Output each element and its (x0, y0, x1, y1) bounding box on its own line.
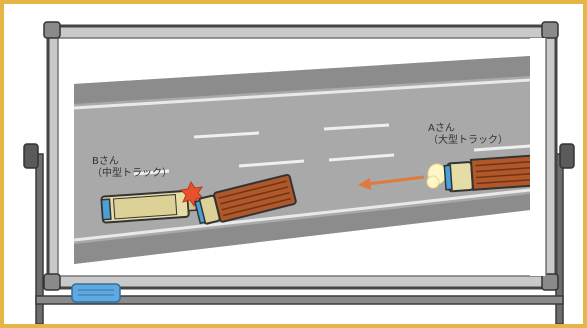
whiteboard-illustration (4, 4, 583, 324)
truck-b-type: （中型トラック） (92, 168, 172, 180)
truck-b-label: Bさん （中型トラック） (92, 156, 172, 180)
truck-a-type: （大型トラック） (428, 135, 508, 147)
truck-a-name: Aさん (428, 123, 508, 135)
truck-b-icon (101, 190, 197, 222)
truck-b-name: Bさん (92, 156, 172, 168)
board-right-margin (530, 38, 546, 276)
eraser-icon (72, 284, 120, 302)
truck-a-label: Aさん （大型トラック） (428, 123, 508, 147)
